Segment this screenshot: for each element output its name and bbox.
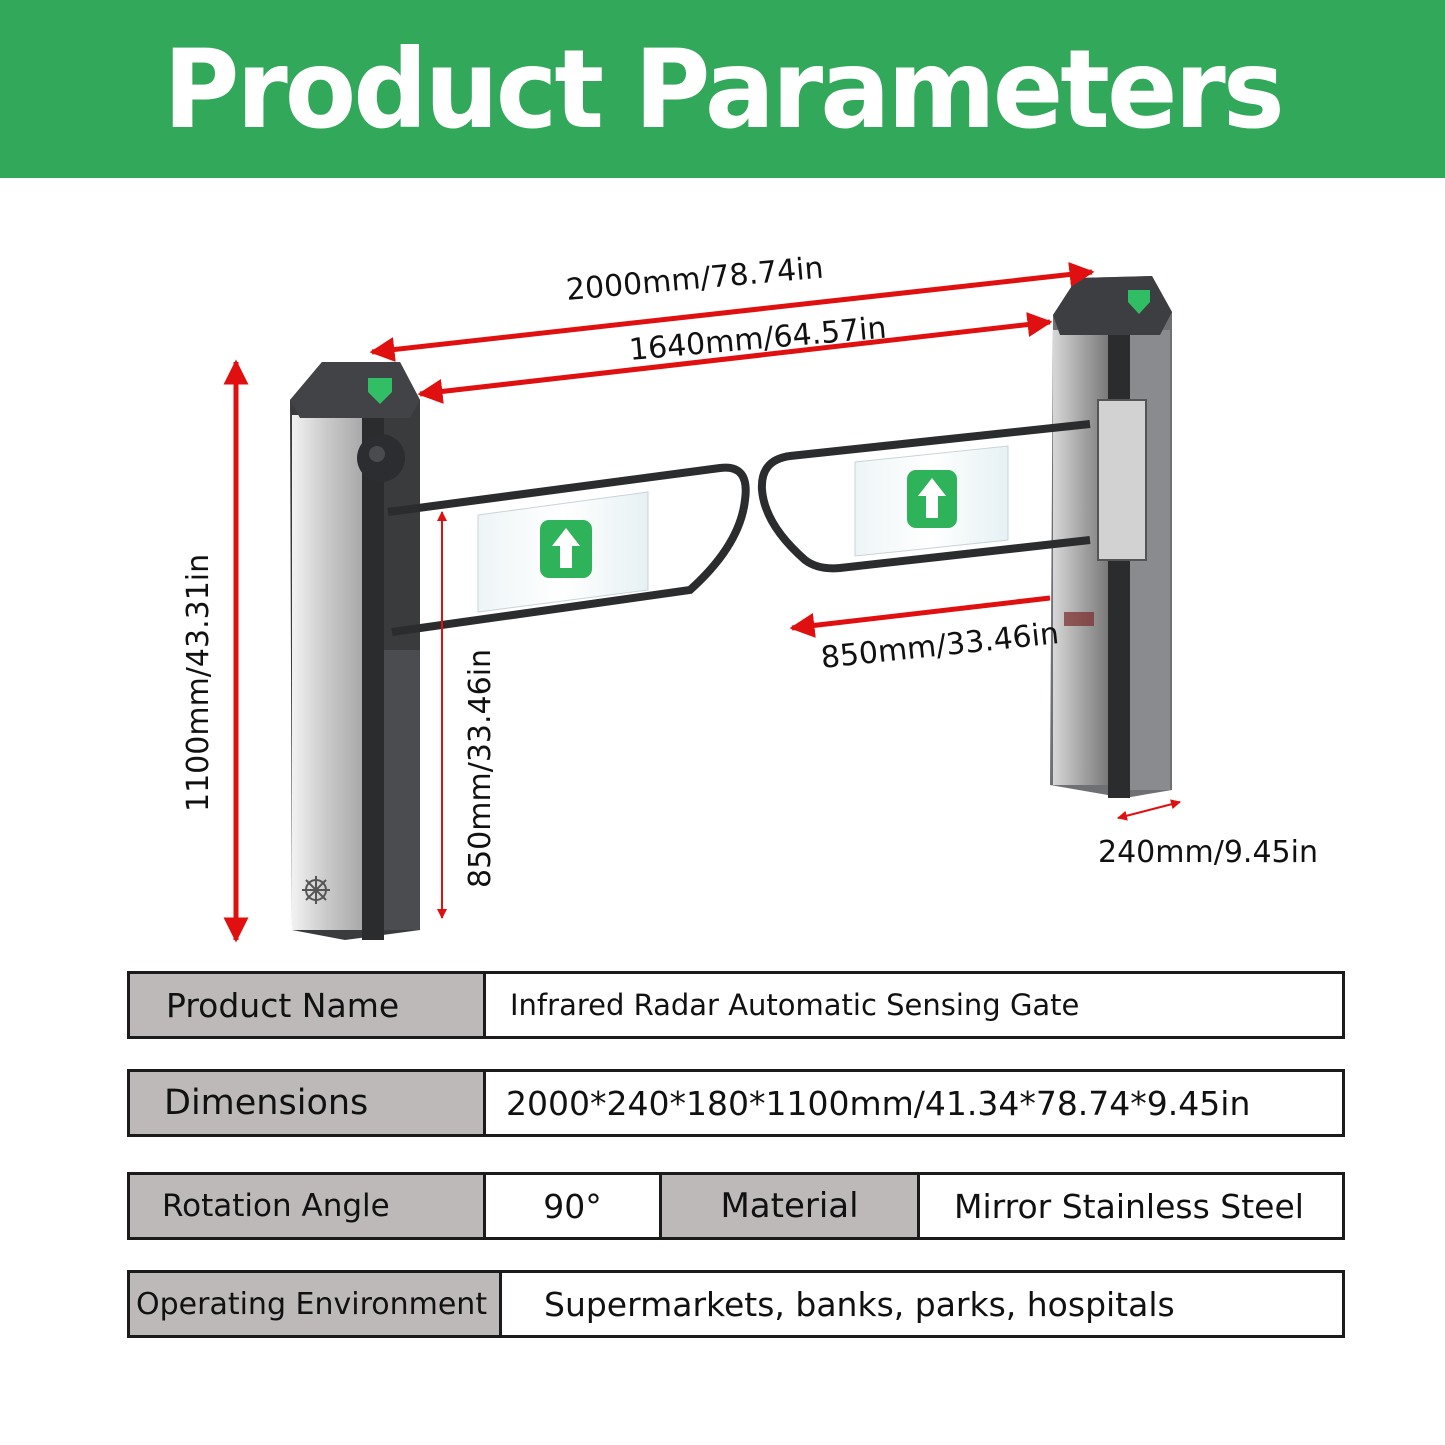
spec-label: Dimensions [130, 1072, 486, 1134]
speaker-icon [302, 876, 330, 904]
right-swing-arm [757, 420, 1091, 573]
cabinet-width-arrow [1117, 799, 1181, 821]
arrow-indicator-icon [368, 378, 392, 404]
left-swing-arm [387, 463, 750, 636]
left-gate-post [290, 362, 420, 940]
spec-value: Mirror Stainless Steel [920, 1175, 1342, 1237]
gate-illustration: 2000mm/78.74in 1640mm/64.57in 1100mm/43.… [181, 251, 1318, 943]
header-banner: Product Parameters [0, 0, 1445, 178]
page-title: Product Parameters [163, 24, 1284, 154]
passage-width-arrow [417, 312, 1053, 404]
spec-label: Material [662, 1175, 920, 1237]
spec-row-dimensions: Dimensions 2000*240*180*1100mm/41.34*78.… [127, 1069, 1345, 1137]
spec-value: 90° [486, 1175, 662, 1237]
spec-label: Operating Environment [130, 1273, 502, 1335]
green-arrow-sign-icon [907, 470, 957, 528]
arrow-indicator-icon [1128, 290, 1150, 314]
spec-row-environment: Operating Environment Supermarkets, bank… [127, 1270, 1345, 1338]
green-arrow-sign-icon [540, 520, 592, 578]
spec-label: Rotation Angle [130, 1175, 486, 1237]
overall-width-label: 2000mm/78.74in [565, 251, 825, 308]
arm-length-arrow [789, 595, 1051, 638]
arm-length-label: 850mm/33.46in [819, 616, 1060, 676]
right-gate-post [1050, 276, 1172, 798]
spec-label: Product Name [130, 974, 486, 1036]
spec-row-rotation-material: Rotation Angle 90° Material Mirror Stain… [127, 1172, 1345, 1240]
height-label: 1100mm/43.31in [181, 554, 216, 812]
cabinet-width-label: 240mm/9.45in [1098, 835, 1318, 870]
spec-value: 2000*240*180*1100mm/41.34*78.74*9.45in [486, 1072, 1342, 1134]
spec-value: Infrared Radar Automatic Sensing Gate [486, 974, 1342, 1036]
dimension-arrows [223, 262, 1181, 943]
spec-row-product-name: Product Name Infrared Radar Automatic Se… [127, 971, 1345, 1039]
spec-value: Supermarkets, banks, parks, hospitals [502, 1273, 1342, 1335]
arm-height-label: 850mm/33.46in [463, 649, 498, 888]
